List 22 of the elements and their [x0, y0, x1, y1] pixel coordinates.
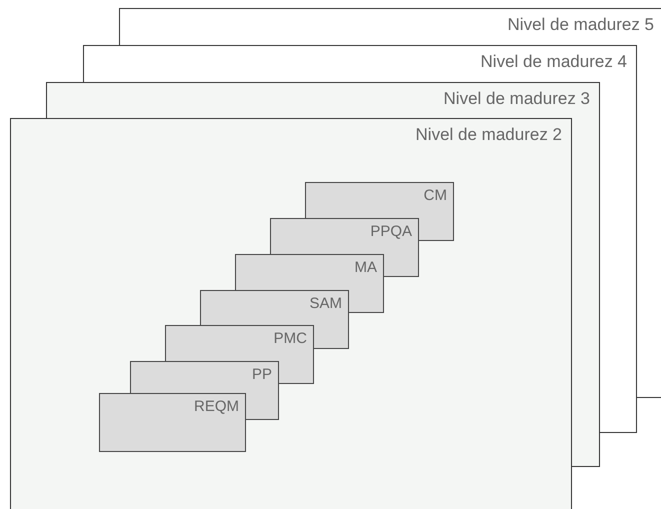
process-area-card [99, 393, 246, 452]
level-title: Nivel de madurez 3 [444, 89, 590, 109]
maturity-level-panel [46, 82, 600, 118]
process-area-card [235, 254, 384, 290]
process-area-card [200, 290, 349, 325]
maturity-level-panel [83, 45, 637, 82]
process-area-card [270, 218, 419, 254]
level-title: Nivel de madurez 5 [508, 15, 654, 35]
level-title: Nivel de madurez 4 [480, 52, 627, 72]
process-area-card [165, 325, 314, 361]
maturity-level-panel [10, 118, 572, 509]
process-area-card [130, 361, 279, 393]
process-area-label: SAM [309, 295, 342, 312]
process-area-label: MA [354, 259, 377, 276]
process-area-label: PMC [274, 330, 307, 347]
maturity-level-panel [119, 8, 661, 45]
process-area-card [305, 182, 454, 218]
process-area-label: PP [252, 366, 272, 383]
level-title: Nivel de madurez 2 [416, 125, 562, 145]
process-area-label: PPQA [370, 223, 412, 240]
process-area-label: CM [424, 187, 447, 204]
process-area-label: REQM [194, 398, 239, 415]
